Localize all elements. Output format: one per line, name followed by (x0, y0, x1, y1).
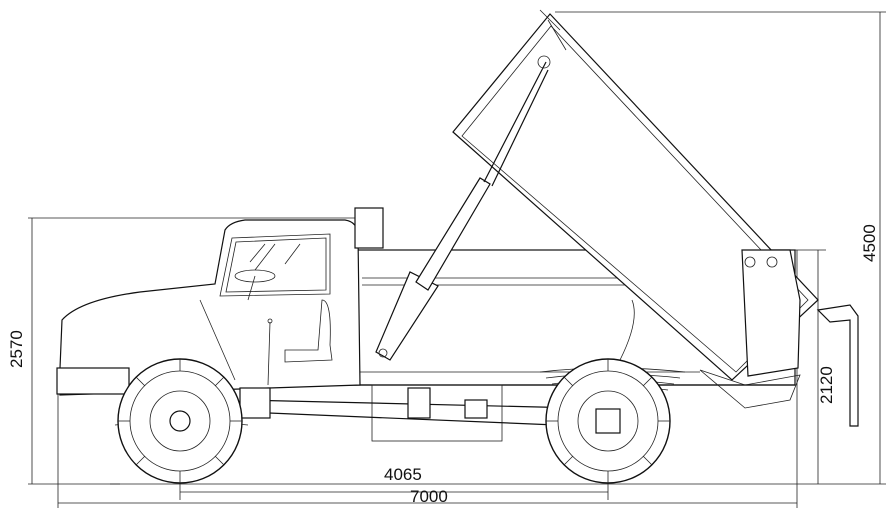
truck-cab (56, 207, 384, 396)
dim-overall-height: 2570 (7, 330, 26, 368)
front-wheel-tread (118, 359, 242, 483)
tip-angle-arc (619, 299, 635, 361)
dim-wheelbase: 4065 (384, 465, 422, 484)
driveshaft (239, 387, 581, 427)
rear-wheel-tread (546, 359, 670, 483)
dim-overall-length: 7000 (410, 487, 448, 506)
rear-light (816, 304, 859, 427)
dump-body-raised (452, 9, 819, 409)
dimension-lines (28, 11, 886, 508)
front-wheel (117, 358, 243, 484)
hydraulic-ram (375, 55, 551, 361)
dim-rear-height: 2120 (817, 366, 836, 404)
dim-raised-height: 4500 (860, 224, 879, 262)
rear-wheel (545, 358, 671, 484)
